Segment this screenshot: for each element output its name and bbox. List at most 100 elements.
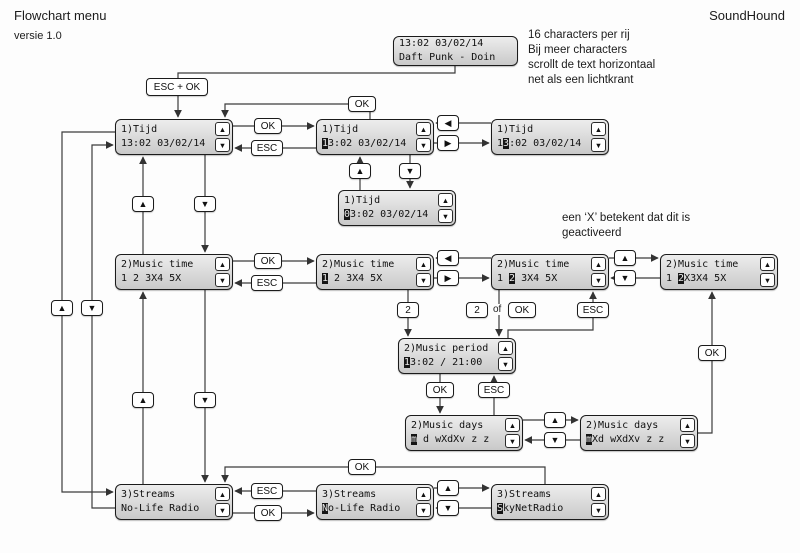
display-music-time-activated-up-icon: ▲	[760, 257, 775, 271]
display-music-days-down-icon: ▼	[505, 434, 520, 448]
display-streams-edit-line1: 3)Streams	[322, 489, 377, 500]
display-music-days-cursor: m	[411, 434, 418, 445]
up-button-music-activate: ▲	[614, 250, 636, 266]
display-streams-next-down-icon: ▼	[591, 503, 606, 517]
display-tijd-changed-arrows: ▲▼	[436, 191, 455, 225]
up-button-streams-next: ▲	[437, 480, 459, 496]
display-music-time-edit-2-down-icon: ▼	[591, 273, 606, 287]
display-music-days-activated-line1: 2)Music days	[586, 420, 659, 431]
display-music-time-activated-arrows: ▲▼	[758, 255, 777, 289]
down-button-music-deactivate: ▼	[614, 270, 636, 286]
cursor-left-button-tijd: ◀	[437, 115, 459, 131]
down-button-menu-wrap: ▼	[81, 300, 103, 316]
display-music-days-line2: m d wXdXv z z	[411, 434, 490, 445]
wire-streams-save-return	[221, 466, 546, 484]
esc-plus-ok-button: ESC + OK	[146, 78, 208, 96]
display-streams-next-cursor: S	[497, 503, 504, 514]
display-tijd-edit-2-line1: 1)Tijd	[497, 124, 534, 135]
display-music-period-line1: 2)Music period	[404, 343, 489, 354]
down-button-tijd-digit: ▼	[399, 163, 421, 179]
display-tijd-changed-up-icon: ▲	[438, 193, 453, 207]
display-music-time-activated-line1: 2)Music time	[666, 259, 739, 270]
x-meaning-line: geactiveerd	[562, 227, 622, 239]
wire-clock-to-escok	[177, 66, 456, 78]
display-music-days-activated-line2: mXd wXdXv z z	[586, 434, 665, 445]
display-streams-edit-up-icon: ▲	[416, 487, 431, 501]
display-streams-main-line2: No-Life Radio	[121, 503, 200, 514]
up-button-tijd-digit: ▲	[349, 163, 371, 179]
display-tijd-edit-1-up-icon: ▲	[416, 122, 431, 136]
display-tijd-changed-line1: 1)Tijd	[344, 195, 381, 206]
ok-button-period-confirm: OK	[426, 382, 454, 398]
cursor-right-button-tijd: ▶	[437, 135, 459, 151]
display-tijd-edit-2-arrows: ▲▼	[589, 120, 608, 154]
esc-button-tijd-exit: ESC	[251, 140, 283, 156]
display-tijd-edit-1-line1: 1)Tijd	[322, 124, 359, 135]
display-streams-edit-arrows: ▲▼	[414, 485, 433, 519]
brand-label: SoundHound	[709, 8, 785, 23]
display-clock-line1: 13:02 03/02/14	[399, 38, 484, 49]
esc-button-music-exit: ESC	[251, 275, 283, 291]
ok-button-tijd-enter: OK	[254, 118, 282, 134]
display-tijd-edit-2-cursor: 3	[503, 138, 510, 149]
display-music-time-edit-2-cursor: 2	[509, 273, 516, 284]
display-music-time-main-line2: 1 2 3X4 5X	[121, 273, 182, 284]
display-music-time-main: 2)Music time 1 2 3X4 5X ▲▼	[115, 254, 233, 290]
display-music-time-edit-1-down-icon: ▼	[416, 273, 431, 287]
display-clock-line2: Daft Punk - Doin	[399, 52, 496, 63]
display-streams-edit-down-icon: ▼	[416, 503, 431, 517]
display-music-time-activated-cursor: 2	[678, 273, 685, 284]
display-music-days-activated-text: 2)Music days mXd wXdXv z z	[581, 416, 678, 450]
display-music-days-activated-up-icon: ▲	[680, 418, 695, 432]
esc-button-streams-exit: ESC	[251, 483, 283, 499]
ok-button-streams-enter: OK	[254, 505, 282, 521]
display-music-time-edit-2-line1: 2)Music time	[497, 259, 570, 270]
display-music-days-activated: 2)Music days mXd wXdXv z z ▲▼	[580, 415, 698, 451]
up-button-days-activate: ▲	[544, 412, 566, 428]
display-music-time-main-line1: 2)Music time	[121, 259, 194, 270]
display-tijd-edit-1-cursor: 1	[322, 138, 329, 149]
display-music-days-activated-arrows: ▲▼	[678, 416, 697, 450]
display-tijd-edit-2-up-icon: ▲	[591, 122, 606, 136]
down-button-music-to-streams: ▼	[194, 392, 216, 408]
display-music-time-edit-2-line2: 1 2 3X4 5X	[497, 273, 558, 284]
down-button-tijd-to-music: ▼	[194, 196, 216, 212]
display-streams-next-arrows: ▲▼	[589, 485, 608, 519]
display-music-days-up-icon: ▲	[505, 418, 520, 432]
display-streams-edit-line2: No-Life Radio	[322, 503, 401, 514]
display-music-time-main-text: 2)Music time 1 2 3X4 5X	[116, 255, 213, 289]
display-tijd-main-down-icon: ▼	[215, 138, 230, 152]
display-streams-main-up-icon: ▲	[215, 487, 230, 501]
display-streams-next-up-icon: ▲	[591, 487, 606, 501]
display-tijd-changed-cursor: 0	[344, 209, 351, 220]
display-tijd-edit-1-arrows: ▲▼	[414, 120, 433, 154]
scroll-note: 16 characters per rij Bij meer character…	[528, 28, 655, 88]
display-tijd-main-arrows: ▲▼	[213, 120, 232, 154]
version-label: versie 1.0	[14, 30, 62, 42]
key-2-button-music-edit2: 2	[466, 302, 488, 318]
wire-days-ok-return	[698, 291, 716, 434]
up-button-menu-wrap: ▲	[51, 300, 73, 316]
display-music-period-line2: 13:02 / 21:00	[404, 357, 483, 368]
display-music-time-edit-2-text: 2)Music time 1 2 3X4 5X	[492, 255, 589, 289]
down-button-streams-prev: ▼	[437, 500, 459, 516]
display-music-period-text: 2)Music period 13:02 / 21:00	[399, 339, 496, 373]
display-streams-main-line1: 3)Streams	[121, 489, 176, 500]
ok-button-tijd-save: OK	[348, 96, 376, 112]
display-music-time-main-arrows: ▲▼	[213, 255, 232, 289]
display-tijd-changed-down-icon: ▼	[438, 209, 453, 223]
display-tijd-main-up-icon: ▲	[215, 122, 230, 136]
display-music-time-edit-1-arrows: ▲▼	[414, 255, 433, 289]
